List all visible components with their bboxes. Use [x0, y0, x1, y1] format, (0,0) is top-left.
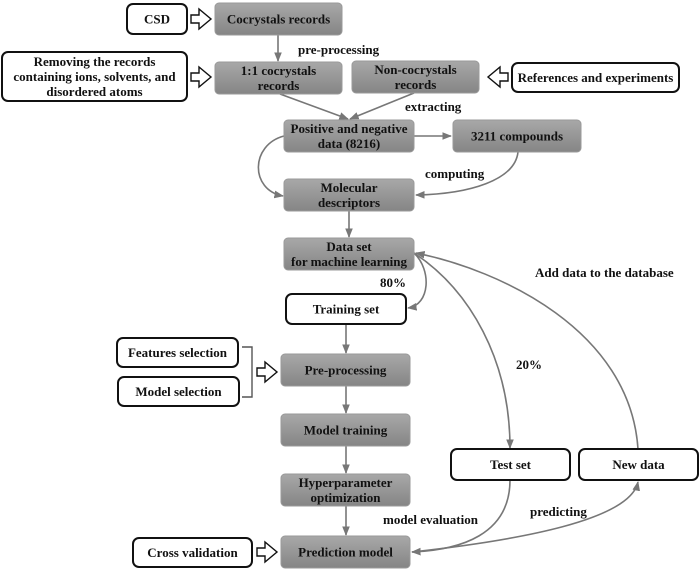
node-compounds: 3211 compounds — [452, 119, 582, 153]
node-label: New data — [612, 457, 665, 472]
arrow-1to1-to-positive — [279, 93, 349, 120]
label-20-percent: 20% — [516, 357, 542, 372]
node-features-selection: Features selection — [116, 337, 239, 368]
node-label: Non-cocrystals — [374, 62, 456, 77]
node-box — [132, 537, 253, 568]
node-label: Training set — [313, 302, 380, 317]
label-computing: computing — [425, 166, 485, 181]
node-label: for machine learning — [291, 254, 408, 269]
node-box — [280, 353, 411, 387]
node-cocrystals-records: Cocrystals records — [214, 2, 343, 36]
node-label: Features selection — [128, 345, 228, 360]
node-model-training: Model training — [280, 413, 411, 447]
node-label: Molecular — [320, 180, 377, 195]
node-label: disordered atoms — [46, 84, 142, 99]
connectors — [190, 7, 640, 564]
arrow-compounds-to-descriptors — [415, 151, 519, 199]
node-box — [280, 535, 411, 569]
node-label: Removing the records — [34, 54, 156, 69]
label-80-percent: 80% — [380, 275, 406, 290]
hollow-arrow-removing — [190, 65, 213, 89]
node-box — [126, 3, 188, 35]
label-add-data: Add data to the database — [535, 265, 674, 280]
node-label: records — [395, 77, 437, 92]
label-extracting: extracting — [405, 99, 462, 114]
node-box — [283, 119, 415, 153]
node-box — [450, 448, 571, 481]
hollow-arrow-cross-validation — [256, 540, 279, 564]
node-cross-validation: Cross validation — [132, 537, 253, 568]
node-label: records — [258, 78, 300, 93]
node-box — [283, 237, 415, 271]
node-csd: CSD — [126, 3, 188, 35]
label-pre-processing: pre-processing — [298, 42, 380, 57]
arrow-dataset-to-test — [413, 252, 514, 449]
node-box — [117, 376, 240, 407]
node-label: Model training — [304, 423, 388, 438]
node-prediction-model: Prediction model — [280, 535, 411, 569]
node-label: data (8216) — [318, 136, 380, 151]
edge-labels: pre-processing extracting computing Add … — [298, 42, 674, 527]
label-predicting: predicting — [530, 504, 587, 519]
node-box — [280, 473, 411, 507]
node-references: References and experiments — [511, 62, 680, 93]
arrow-prediction-to-newdata — [411, 481, 640, 553]
node-box — [285, 293, 407, 325]
hollow-arrow-csd — [190, 7, 213, 31]
node-label: Hyperparameter — [299, 475, 393, 490]
node-label: descriptors — [318, 195, 380, 210]
node-new-data: New data — [578, 448, 699, 481]
arrow-positive-to-descriptors — [257, 135, 285, 199]
node-label: Positive and negative — [291, 121, 408, 136]
selection-bracket — [242, 346, 253, 398]
node-test-set: Test set — [450, 448, 571, 481]
node-label: containing ions, solvents, and — [13, 69, 176, 84]
node-box — [280, 413, 411, 447]
node-pre-processing: Pre-processing — [280, 353, 411, 387]
node-box — [1, 51, 188, 102]
hollow-arrow-selection — [256, 360, 279, 384]
node-label: 3211 compounds — [471, 129, 563, 144]
node-training-set: Training set — [285, 293, 407, 325]
node-box — [283, 178, 415, 212]
node-label: Cocrystals records — [227, 12, 330, 27]
node-box — [116, 337, 239, 368]
node-label: Prediction model — [298, 545, 393, 560]
node-label: Data set — [326, 239, 372, 254]
node-label: Test set — [490, 457, 532, 472]
node-label: CSD — [144, 12, 170, 27]
hollow-arrow-references — [486, 65, 509, 89]
node-model-selection: Model selection — [117, 376, 240, 407]
node-box — [511, 62, 680, 93]
node-label: References and experiments — [518, 70, 674, 85]
arrow-dataset-to-training — [407, 252, 427, 311]
node-label: Cross validation — [147, 545, 238, 560]
node-box — [214, 2, 343, 36]
node-box — [351, 60, 480, 94]
node-label: optimization — [310, 490, 381, 505]
node-label: Model selection — [135, 384, 222, 399]
node-box — [452, 119, 582, 153]
node-label: 1:1 cocrystals — [241, 63, 316, 78]
arrow-non-to-positive — [349, 92, 415, 120]
node-label: Pre-processing — [305, 363, 387, 378]
arrow-newdata-to-dataset — [415, 250, 639, 450]
node-box — [214, 61, 343, 95]
node-box — [578, 448, 699, 481]
label-model-evaluation: model evaluation — [383, 512, 479, 527]
